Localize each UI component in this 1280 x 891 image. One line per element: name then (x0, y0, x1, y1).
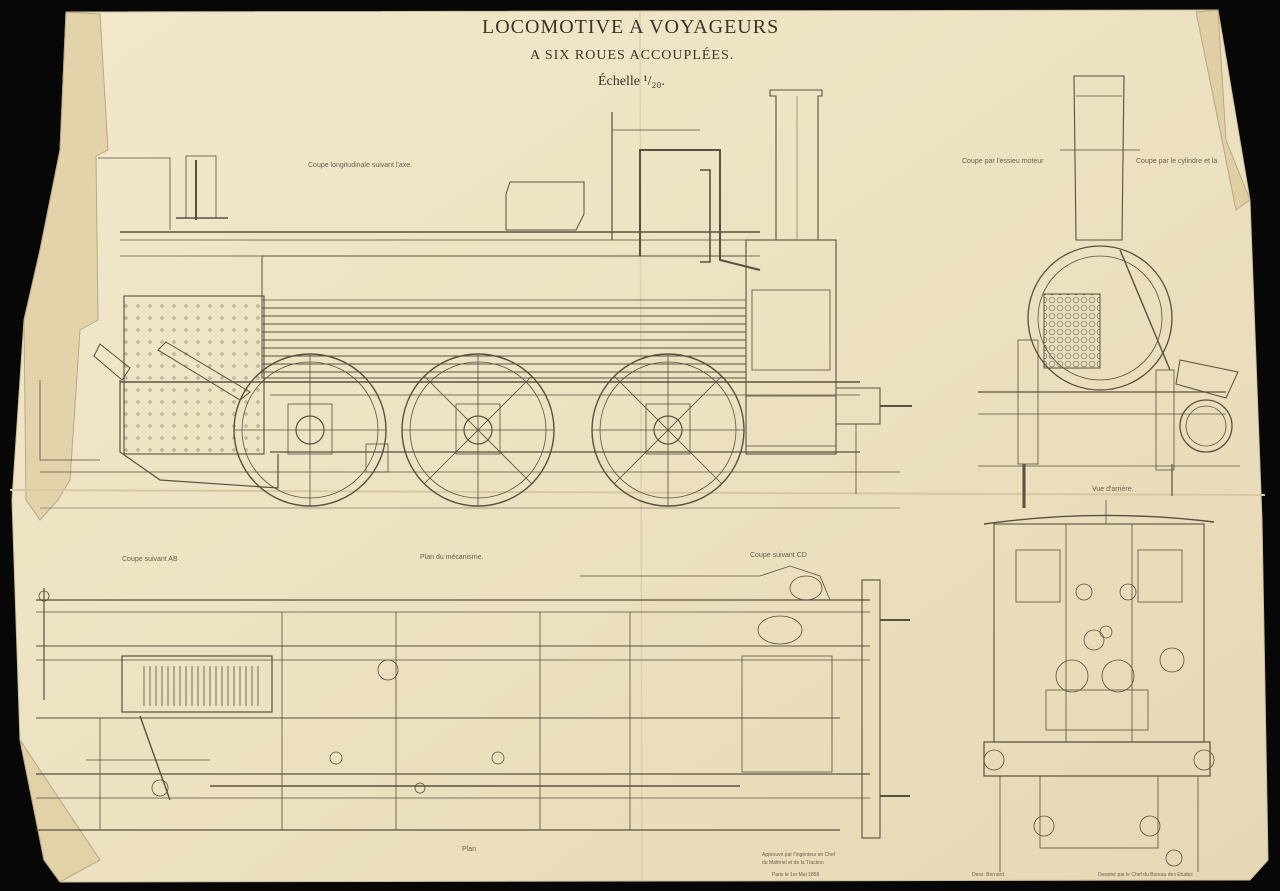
rear-cab-roof (983, 514, 1215, 525)
stamp (1165, 849, 1183, 867)
caption-section-ab: Coupe suivant AB (122, 556, 178, 563)
footer-approved-1: Approuvé par l'Ingénieur en Chef (762, 852, 836, 858)
torn-edge-right (1195, 9, 1251, 211)
caption-cylinder-section: Coupe par le cylindre et la (1136, 158, 1218, 165)
plan-view-group (36, 565, 910, 839)
rear-view-group (983, 500, 1215, 872)
rear-window-right (1137, 549, 1183, 603)
steam-pipe (639, 149, 761, 271)
end-chimney (1073, 75, 1125, 241)
footer-approved-2: du Matériel et de la Traction (762, 860, 824, 866)
caption-plan: Plan (462, 846, 477, 853)
end-section-group (978, 75, 1240, 508)
caption-axle-section: Coupe par l'essieu moteur (962, 158, 1044, 165)
sand-box (505, 181, 585, 231)
caption-mechanism-plan: Plan du mécanisme. (420, 554, 484, 561)
caption-longitudinal-section: Coupe longitudinale suivant l'axe. (308, 162, 413, 169)
footer-date: Paris le 1er Mai 1858 (772, 872, 820, 878)
caption-section-cd: Coupe suivant CD (750, 552, 807, 559)
side-elevation-group (39, 89, 912, 509)
end-boiler (1027, 245, 1173, 391)
plan-firebox (121, 655, 273, 713)
rear-window-left (1015, 549, 1061, 603)
driving-wheel-middle (401, 353, 555, 507)
page-title: LOCOMOTIVE A VOYAGEURS (482, 16, 780, 38)
torn-edge-bottom-left (19, 739, 101, 883)
page-subtitle: A SIX ROUES ACCOUPLÉES. (530, 48, 735, 63)
chimney (769, 89, 823, 241)
driving-wheel-front (233, 353, 387, 507)
caption-rear-view: Vue d'arrière. (1092, 486, 1134, 493)
footer-drawn: Dessiné par le Chef du Bureau des Études (1098, 872, 1193, 878)
footer-draughtsman: Dess. Bernard (972, 872, 1004, 878)
boiler-tubes (262, 307, 746, 373)
driving-wheel-rear (591, 353, 745, 507)
scale-label: Échelle ¹/₂₀. (598, 74, 665, 89)
